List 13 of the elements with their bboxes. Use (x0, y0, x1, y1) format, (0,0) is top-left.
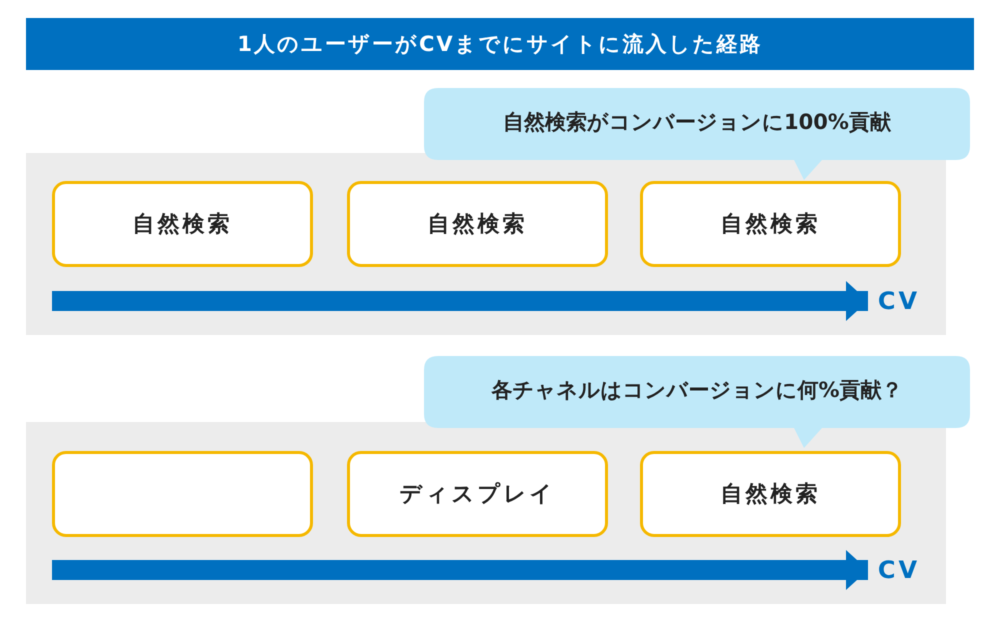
title-bar: 1人のユーザーがCVまでにサイトに流入した経路 (26, 18, 974, 70)
callout-bubble: 各チャネルはコンバージョンに何%貢献？ (424, 356, 970, 448)
channel-box: 自然検索 (640, 451, 901, 537)
channel-box: 自然検索 (347, 181, 608, 267)
arrow (52, 550, 868, 590)
conversion-label: CV (872, 555, 926, 585)
channel-box (52, 451, 313, 537)
channel-box: 自然検索 (52, 181, 313, 267)
channel-box: ディスプレイ (347, 451, 608, 537)
callout-bubble: 自然検索がコンバージョンに100%貢献 (424, 88, 970, 180)
channel-box: 自然検索 (640, 181, 901, 267)
arrow (52, 281, 868, 321)
conversion-label: CV (872, 286, 926, 316)
